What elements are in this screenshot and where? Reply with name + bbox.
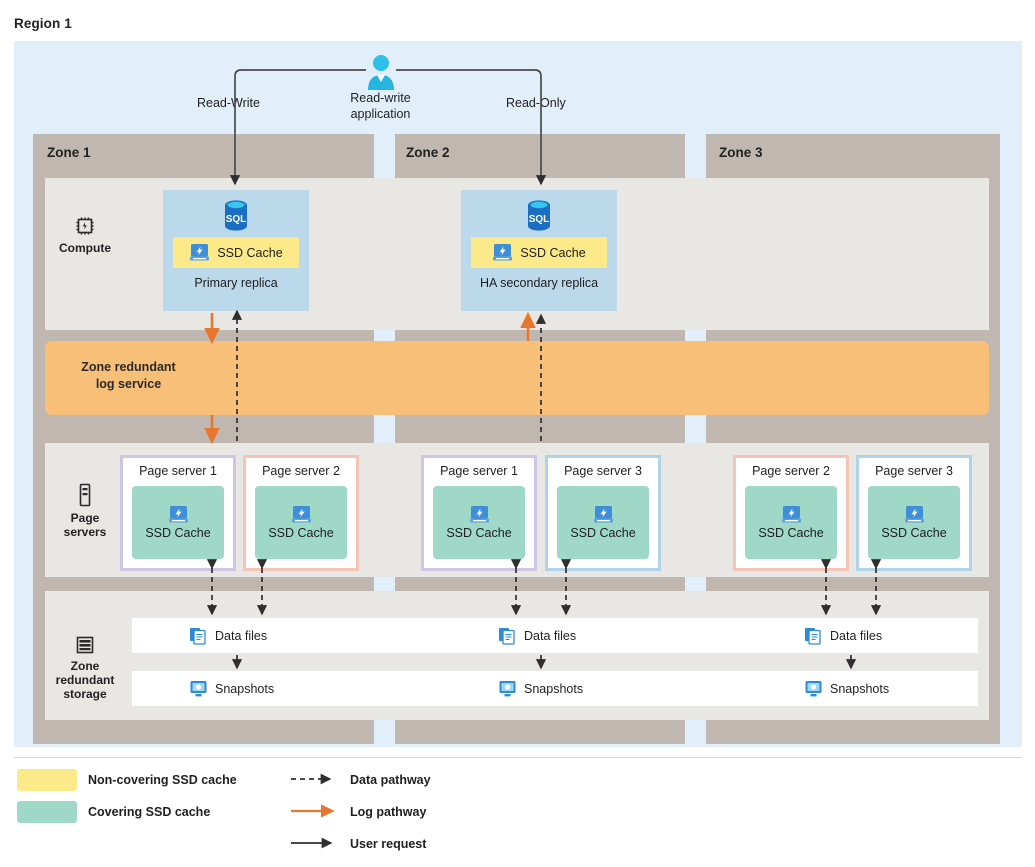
page-server-cache-label: SSD Cache [570, 526, 636, 540]
data-files-label: Data files [215, 628, 268, 643]
page-server-title: Page server 3 [875, 464, 953, 478]
ssd-drive-icon [469, 506, 489, 523]
data-files-label: Data files [524, 628, 577, 643]
page-server-cache: SSD Cache [132, 486, 224, 559]
read-only-path-label: Read-Only [506, 96, 566, 110]
sql-database-icon: SQL [528, 200, 550, 231]
storage-stack-icon [76, 636, 94, 654]
svg-text:SQL: SQL [529, 214, 550, 225]
ssd-drive-icon [781, 506, 801, 523]
sql-database-icon-wrap: SQL [163, 198, 309, 239]
page-server-title: Page server 2 [262, 464, 340, 478]
data-files-row: Data files Data files Data files [132, 618, 978, 653]
page-server-cache-label: SSD Cache [268, 526, 334, 540]
snapshots-row: Snapshots Snapshots Snapshots [132, 671, 978, 706]
data-files-label: Data files [830, 628, 883, 643]
legend-divider [14, 757, 1022, 758]
read-write-path-label: Read-Write [197, 96, 260, 110]
page-server-card-z3-2[interactable]: Page server 2 SSD Cache [733, 455, 849, 571]
sql-database-icon-wrap: SQL [461, 198, 617, 239]
primary-replica-name: Primary replica [194, 276, 278, 290]
data-files-item-z1[interactable]: Data files [189, 618, 267, 653]
page-server-cache: SSD Cache [255, 486, 347, 559]
legend-swatch-covering [17, 801, 77, 823]
primary-replica-card[interactable]: SQL SSD Cache Primary replica [163, 190, 309, 311]
data-files-item-z2[interactable]: Data files [498, 618, 576, 653]
page-server-cache-label: SSD Cache [881, 526, 947, 540]
row-label-compute-text: Compute [59, 241, 111, 255]
documents-icon [805, 628, 821, 645]
ssd-drive-icon [593, 506, 613, 523]
read-write-application-icon-wrap [364, 54, 398, 95]
legend-label-covering: Covering SSD cache [88, 805, 211, 819]
documents-icon [499, 628, 515, 645]
snapshots-label: Snapshots [524, 681, 584, 696]
page-server-card-z3-3[interactable]: Page server 3 SSD Cache [856, 455, 972, 571]
row-label-compute: Compute [42, 215, 128, 255]
page-server-title: Page server 3 [564, 464, 642, 478]
ha-secondary-replica-name: HA secondary replica [479, 276, 599, 290]
cpu-chip-icon [76, 217, 94, 235]
ha-secondary-replica-card[interactable]: SQL SSD Cache HA secondary replica [461, 190, 617, 311]
snapshots-item-z2[interactable]: Snapshots [498, 671, 583, 706]
region-title: Region 1 [14, 16, 72, 31]
ha-secondary-replica-ssd-cache: SSD Cache [471, 237, 607, 268]
snapshots-item-z1[interactable]: Snapshots [189, 671, 274, 706]
documents-icon [190, 628, 206, 645]
page-server-card-z1-2[interactable]: Page server 2 SSD Cache [243, 455, 359, 571]
page-server-cache-label: SSD Cache [446, 526, 512, 540]
snapshot-monitor-icon [499, 681, 516, 697]
legend-swatch-non-covering [17, 769, 77, 791]
sql-database-icon: SQL [225, 200, 247, 231]
page-server-title: Page server 1 [440, 464, 518, 478]
server-rack-icon [79, 483, 91, 507]
svg-text:SQL: SQL [226, 214, 247, 225]
ssd-drive-icon [904, 506, 924, 523]
snapshots-label: Snapshots [830, 681, 890, 696]
page-server-card-z1-1[interactable]: Page server 1 SSD Cache [120, 455, 236, 571]
zone-label-3: Zone 3 [719, 145, 763, 160]
page-server-cache: SSD Cache [433, 486, 525, 559]
legend-label-non-covering: Non-covering SSD cache [88, 773, 237, 787]
page-server-cache: SSD Cache [868, 486, 960, 559]
legend-label-user-request: User request [350, 837, 427, 851]
snapshot-monitor-icon [805, 681, 822, 697]
snapshots-item-z3[interactable]: Snapshots [804, 671, 889, 706]
ssd-drive-icon [190, 244, 210, 261]
legend-label-log-pathway: Log pathway [350, 805, 427, 819]
zone-label-2: Zone 2 [406, 145, 450, 160]
ssd-drive-icon [168, 506, 188, 523]
primary-replica-ssd-cache: SSD Cache [173, 237, 299, 268]
zone-label-1: Zone 1 [47, 145, 91, 160]
ha-secondary-replica-cache-label: SSD Cache [520, 245, 586, 260]
page-server-cache-label: SSD Cache [145, 526, 211, 540]
ssd-drive-icon [291, 506, 311, 523]
page-server-cache: SSD Cache [557, 486, 649, 559]
snapshot-monitor-icon [190, 681, 207, 697]
legend-label-data-pathway: Data pathway [350, 773, 431, 787]
page-server-card-z2-1[interactable]: Page server 1 SSD Cache [421, 455, 537, 571]
page-server-card-z2-3[interactable]: Page server 3 SSD Cache [545, 455, 661, 571]
snapshots-label: Snapshots [215, 681, 275, 696]
page-server-title: Page server 2 [752, 464, 830, 478]
page-server-cache-label: SSD Cache [758, 526, 824, 540]
page-server-title: Page server 1 [139, 464, 217, 478]
primary-replica-cache-label: SSD Cache [217, 245, 283, 260]
ssd-drive-icon [493, 244, 513, 261]
page-server-cache: SSD Cache [745, 486, 837, 559]
data-files-item-z3[interactable]: Data files [804, 618, 882, 653]
user-icon [368, 55, 394, 90]
